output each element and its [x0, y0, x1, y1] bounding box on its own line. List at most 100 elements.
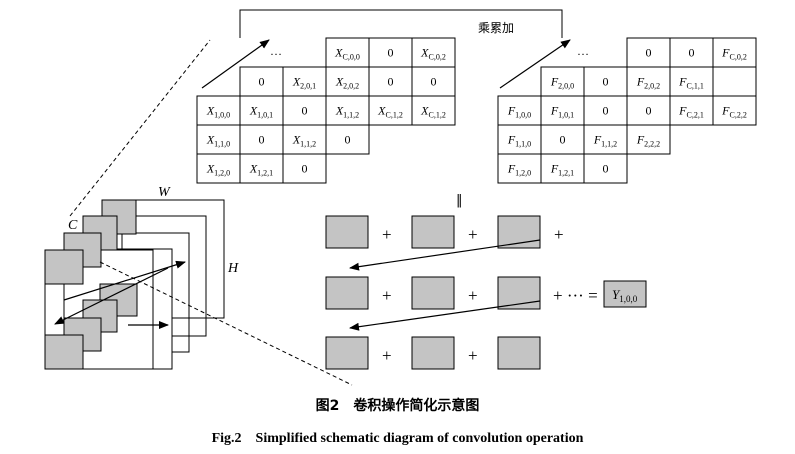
- plus-sign: +: [554, 225, 564, 244]
- f-ellipsis: …: [577, 44, 589, 58]
- matrix-cell: [583, 124, 628, 155]
- matrix-cell-value: FC,0,2: [721, 46, 747, 62]
- matrix-cell: [583, 66, 628, 97]
- matrix-cell-value: 0: [345, 133, 351, 147]
- matrix-cell: [282, 153, 327, 184]
- sum-rows: + + + + + + ··· = Y1,0,0 + +: [325, 215, 647, 370]
- matrix-cell-value: X1,2,0: [206, 162, 230, 178]
- matrix-cell: [368, 95, 413, 126]
- matrix-cell: [626, 66, 671, 97]
- matrix-cell-value: F1,2,0: [507, 162, 531, 178]
- matrix-cell: [239, 66, 284, 97]
- dashed-connector-bottom: [99, 261, 353, 386]
- plus-sign: +: [382, 286, 392, 305]
- matrix-cell-value: 0: [560, 133, 566, 147]
- matrix-cell-value: 0: [689, 46, 695, 60]
- matrix-cell: [325, 124, 370, 155]
- stack-arrows: [54, 260, 186, 329]
- plus-sign: +: [468, 346, 478, 365]
- matrix-cell-value: F2,2,2: [636, 133, 660, 149]
- plus-sign: +: [468, 225, 478, 244]
- matrix-cell-value: F1,1,0: [507, 133, 531, 149]
- matrix-cell-value: XC,0,0: [334, 46, 360, 62]
- matrix-cell-value: 0: [302, 162, 308, 176]
- matrix-cell-value: X1,1,0: [206, 133, 230, 149]
- plus-sign: +: [382, 225, 392, 244]
- result-label: Y1,0,0: [612, 287, 638, 304]
- matrix-cell: [540, 95, 585, 126]
- matrix-cell-value: X1,0,0: [206, 104, 230, 120]
- product-box: [411, 276, 455, 310]
- matrix-cell: [669, 66, 714, 97]
- matrix-cell-value: F1,1,2: [593, 133, 617, 149]
- matrix-cell-value: F2,0,0: [550, 75, 574, 91]
- x-diagonal-arrow: [201, 39, 270, 89]
- matrix-cell-value: XC,0,2: [420, 46, 446, 62]
- matrix-cell: [411, 66, 456, 97]
- wrap-arrow: [349, 239, 541, 271]
- matrix-cell-value: F2,0,2: [636, 75, 660, 91]
- product-box: [325, 215, 369, 249]
- matrix-cell: [583, 153, 628, 184]
- matrix-cell-value: XC,1,2: [377, 104, 403, 120]
- matrix-cell-value: X2,0,2: [335, 75, 359, 91]
- matrix-cell: [325, 37, 370, 68]
- kernel-windows: [44, 199, 138, 370]
- matrix-cell-value: F1,0,0: [507, 104, 531, 120]
- matrix-cell: [712, 95, 757, 126]
- matrix-cell-value: 0: [603, 104, 609, 118]
- caption-chinese: 图2 卷积操作简化示意图: [315, 398, 480, 414]
- matrix-cell-value: 0: [603, 162, 609, 176]
- label-w: W: [158, 185, 171, 200]
- accumulate-label: 乘累加: [478, 21, 514, 35]
- matrix-cell: [540, 66, 585, 97]
- matrix-cell: [540, 153, 585, 184]
- matrix-cell-value: 0: [388, 46, 394, 60]
- matrix-cell: [368, 66, 413, 97]
- label-h: H: [227, 261, 239, 276]
- matrix-cell-value: 0: [302, 104, 308, 118]
- kernel-window: [44, 249, 84, 285]
- plus-sign: +: [468, 286, 478, 305]
- matrix-cell: [325, 95, 370, 126]
- label-c: C: [68, 218, 78, 233]
- matrix-cell-value: 0: [388, 75, 394, 89]
- matrix-cell: [411, 37, 456, 68]
- matrix-cell: [239, 153, 284, 184]
- product-box: [411, 336, 455, 370]
- matrix-cell: [626, 124, 671, 155]
- accumulate-bracket: [239, 9, 563, 38]
- product-box: [497, 336, 541, 370]
- matrix-cell-value: X1,1,2: [335, 104, 359, 120]
- matrix-cell-value: XC,1,2: [420, 104, 446, 120]
- product-box: [411, 215, 455, 249]
- matrix-cell: [411, 95, 456, 126]
- matrix-cell: [239, 124, 284, 155]
- kernel-window: [44, 334, 84, 370]
- x-ellipsis: …: [270, 44, 282, 58]
- matrix-cell-value: 0: [259, 75, 265, 89]
- matrix-cell-value: F1,2,1: [550, 162, 574, 178]
- plus-sign: +: [382, 346, 392, 365]
- matrix-cell: [712, 66, 757, 97]
- product-box: [325, 336, 369, 370]
- equals-mark: ‖: [456, 193, 463, 208]
- matrix-cell-value: X1,0,1: [249, 104, 273, 120]
- matrix-cell-value: X1,1,2: [292, 133, 316, 149]
- matrix-cell-value: FC,2,1: [678, 104, 704, 120]
- scan-arrow-right: [63, 260, 186, 301]
- dashed-connector-top: [69, 39, 211, 217]
- matrix-cell-value: 0: [603, 75, 609, 89]
- matrix-cell: [626, 95, 671, 126]
- matrix-cell-value: FC,1,1: [678, 75, 704, 91]
- matrix-cell-value: FC,2,2: [721, 104, 747, 120]
- product-box: [325, 276, 369, 310]
- caption-english: Fig.2 Simplified schematic diagram of co…: [211, 431, 584, 446]
- result-box: [603, 280, 647, 308]
- matrix-cell-value: X2,0,1: [292, 75, 316, 91]
- matrix-cell-value: F1,0,1: [550, 104, 574, 120]
- matrix-cell-value: 0: [646, 46, 652, 60]
- matrix-cell-value: X1,2,1: [249, 162, 273, 178]
